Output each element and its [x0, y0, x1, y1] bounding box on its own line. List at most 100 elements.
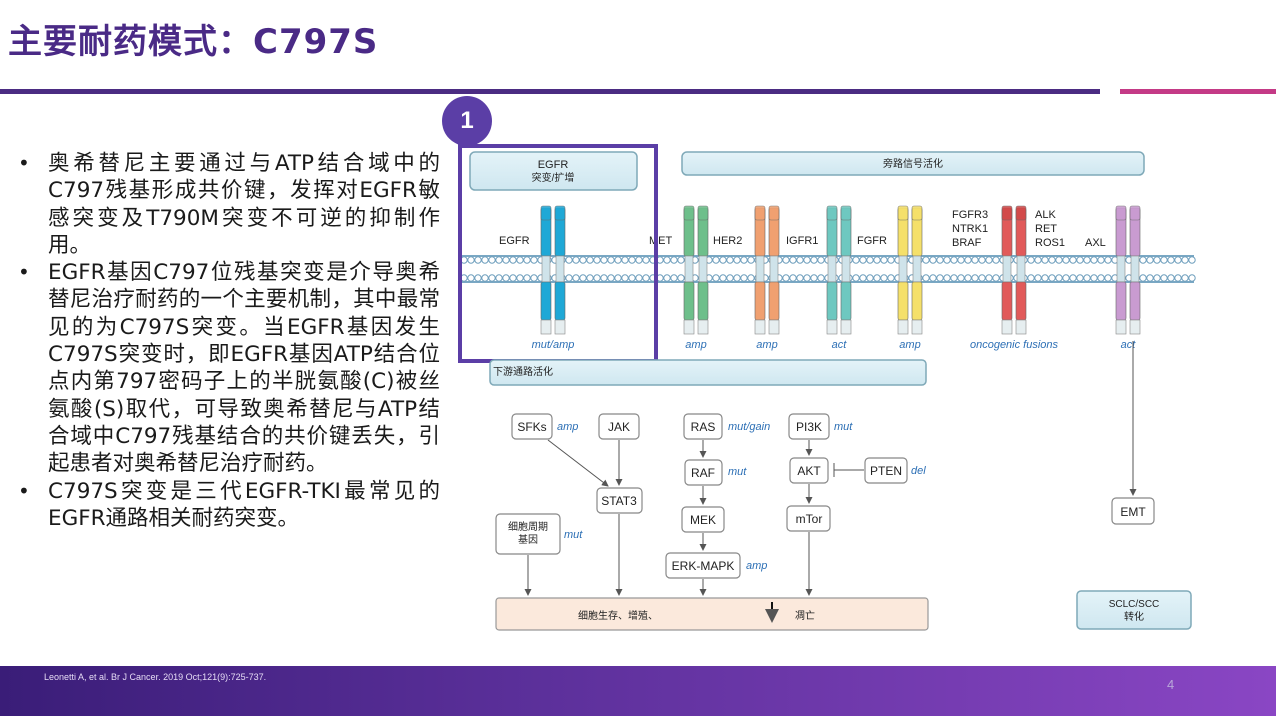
receptor-her2 — [754, 205, 780, 335]
receptor-kinase-domain — [683, 281, 695, 321]
node-pten — [864, 457, 908, 484]
receptor-transmembrane — [755, 255, 765, 283]
page-number: 4 — [1167, 677, 1175, 692]
node-akt-label: AKT — [797, 464, 821, 478]
bullet-item: 奥希替尼主要通过与ATP结合域中的C797残基形成共价键，发挥对EGFR敏感突变… — [16, 150, 440, 259]
receptor-tail — [683, 319, 695, 335]
node-cell-cycle-line2: 基因 — [518, 533, 538, 546]
receptor-kinase-domain — [826, 281, 838, 321]
node-emt-label: EMT — [1120, 505, 1146, 519]
receptor-tail — [697, 319, 709, 335]
receptor-label-alk: ALK — [1035, 209, 1056, 221]
receptor-kinase-domain — [1015, 281, 1027, 321]
receptor-label-axl: AXL — [1085, 237, 1106, 249]
egfr-mutation-box — [469, 151, 638, 191]
receptor-fusion — [1001, 205, 1027, 335]
receptor-tail — [754, 319, 766, 335]
alteration-axl: act — [1121, 339, 1137, 351]
sclc-box-line1: SCLC/SCC — [1109, 599, 1160, 610]
receptor-cap — [754, 205, 766, 221]
receptor-kinase-domain — [897, 281, 909, 321]
resistance-pathway-figure: EGFR 突变/扩增 旁路信号活化 EGFR MET HER2 IGFR1 FG… — [456, 136, 1210, 644]
receptor-transmembrane — [698, 255, 708, 283]
node-erk-mapk — [665, 552, 741, 579]
node-akt — [789, 457, 829, 484]
title-divider-accent — [1120, 89, 1276, 94]
receptor-cap — [840, 205, 852, 221]
figure-number-badge: 1 — [442, 96, 492, 146]
receptor-kinase-domain — [911, 281, 923, 321]
receptor-tail — [554, 319, 566, 335]
receptor-label-braf: BRAF — [952, 237, 982, 249]
receptor-axl — [1115, 205, 1141, 335]
receptor-cap — [554, 205, 566, 221]
receptor-label-fgfr3: FGFR3 — [952, 209, 988, 221]
title-divider — [0, 89, 1100, 94]
receptor-tail — [1001, 319, 1013, 335]
node-sfks-label: SFKs — [517, 420, 546, 434]
receptor-tail — [826, 319, 838, 335]
receptor-transmembrane — [1130, 255, 1140, 283]
receptor-kinase-domain — [1115, 281, 1127, 321]
receptor-cap — [540, 205, 552, 221]
node-cell-cycle-line1: 细胞周期 — [508, 520, 548, 533]
receptor-cap — [1129, 205, 1141, 221]
node-pi3k-label: PI3K — [796, 420, 822, 434]
receptor-kinase-domain — [1001, 281, 1013, 321]
receptor-tail — [1129, 319, 1141, 335]
receptor-tail — [897, 319, 909, 335]
receptor-tail — [540, 319, 552, 335]
bullet-list: 奥希替尼主要通过与ATP结合域中的C797残基形成共价键，发挥对EGFR敏感突变… — [16, 150, 440, 532]
receptor-transmembrane — [1002, 255, 1012, 283]
receptor-met — [683, 205, 709, 335]
receptor-kinase-domain — [840, 281, 852, 321]
receptor-igfr1 — [826, 205, 852, 335]
node-erk-label: ERK-MAPK — [672, 559, 735, 573]
pathway-arrows — [524, 341, 1137, 596]
tag-raf: mut — [728, 466, 747, 478]
alteration-fusions: oncogenic fusions — [970, 339, 1059, 351]
node-jak — [598, 413, 640, 440]
node-emt — [1111, 497, 1155, 525]
sclc-transformation-box — [1076, 590, 1192, 630]
receptor-transmembrane — [555, 255, 565, 283]
receptor-cap — [768, 205, 780, 221]
outcome-survival-label: 细胞生存、增殖、 — [578, 609, 658, 622]
receptor-tail — [768, 319, 780, 335]
tag-cell-cycle: mut — [564, 529, 583, 541]
bullet-item: EGFR基因C797位残基突变是介导奥希替尼治疗耐药的一个主要机制，其中最常见的… — [16, 259, 440, 477]
tag-pi3k: mut — [834, 421, 853, 433]
node-ras-label: RAS — [691, 420, 716, 434]
receptor-cap — [1015, 205, 1027, 221]
receptor-cap — [1115, 205, 1127, 221]
receptor-transmembrane — [912, 255, 922, 283]
bullet-item: C797S突变是三代EGFR-TKI最常见的EGFR通路相关耐药突变。 — [16, 478, 440, 533]
node-cell-cycle — [495, 513, 561, 555]
alteration-met: amp — [685, 339, 706, 351]
outcome-bar — [495, 597, 929, 631]
receptor-transmembrane — [1116, 255, 1126, 283]
node-mtor-label: mTor — [796, 512, 823, 526]
reference-citation: Leonetti A, et al. Br J Cancer. 2019 Oct… — [44, 672, 267, 682]
receptor-cap — [911, 205, 923, 221]
node-mtor — [786, 505, 831, 532]
receptor-transmembrane — [898, 255, 908, 283]
receptor-kinase-domain — [768, 281, 780, 321]
receptor-label-egfr: EGFR — [499, 235, 530, 247]
receptor-kinase-domain — [754, 281, 766, 321]
node-raf-label: RAF — [691, 466, 715, 480]
node-sfks — [511, 413, 553, 440]
node-stat3 — [596, 487, 643, 514]
receptor-transmembrane — [827, 255, 837, 283]
receptor-label-her2: HER2 — [713, 235, 742, 247]
bypass-activation-box — [681, 151, 1145, 176]
receptor-kinase-domain — [697, 281, 709, 321]
tag-sfks: amp — [557, 421, 578, 433]
egfr-box-title: EGFR — [538, 159, 569, 171]
bypass-box-label: 旁路信号活化 — [883, 157, 943, 170]
alteration-egfr: mut/amp — [532, 339, 575, 351]
receptor-cap — [897, 205, 909, 221]
receptor-label-ret: RET — [1035, 223, 1057, 235]
node-stat3-label: STAT3 — [601, 494, 637, 508]
receptor-cap — [683, 205, 695, 221]
